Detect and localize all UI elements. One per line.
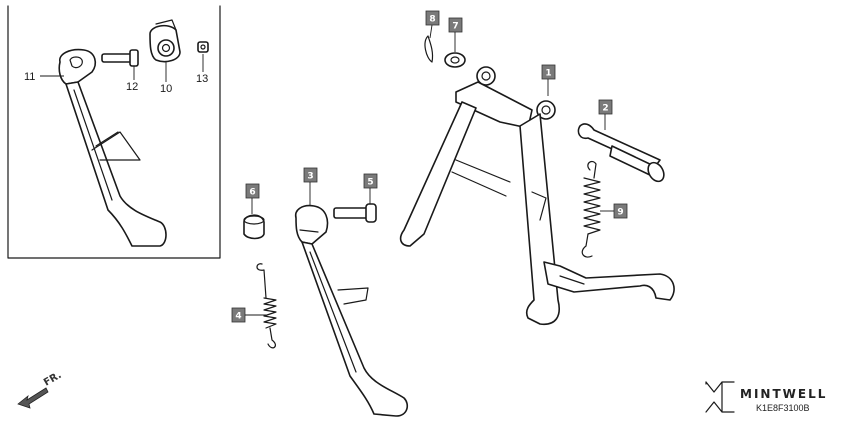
callout-2: 2 — [602, 104, 608, 114]
direction-label: FR. — [42, 370, 64, 389]
spring-9 — [581, 160, 601, 258]
callout-box-5: 5 — [363, 173, 378, 204]
callout-1: 1 — [545, 69, 551, 79]
callout-8: 8 — [429, 15, 435, 25]
brand-logo: MINTWELL — [705, 381, 827, 413]
pin-8 — [424, 35, 434, 63]
callout-box-6: 6 — [245, 183, 260, 214]
diagram-code: K1E8F3100B — [756, 403, 810, 413]
callout-6: 6 — [249, 188, 255, 198]
callout-box-9: 9 — [600, 203, 628, 219]
bolt-5 — [333, 203, 377, 223]
bolt-13 — [197, 41, 209, 53]
callout-12: 12 — [126, 81, 138, 93]
switch-10 — [149, 19, 181, 63]
callout-5: 5 — [367, 178, 373, 188]
callout-13: 13 — [196, 73, 208, 85]
callout-3: 3 — [307, 172, 313, 182]
washer-7 — [444, 52, 466, 68]
side-stand-inset — [58, 48, 167, 247]
callout-box-8: 8 — [425, 10, 440, 39]
bolt-12 — [101, 49, 139, 67]
callout-10: 10 — [160, 83, 172, 95]
callout-box-1: 1 — [541, 64, 556, 96]
brand-name: MINTWELL — [740, 387, 827, 401]
brand-mark-icon — [705, 381, 735, 413]
shaft-2 — [577, 123, 665, 183]
callout-4: 4 — [235, 312, 241, 322]
side-stand-main — [294, 204, 409, 417]
callout-11: 11 — [24, 71, 35, 83]
front-direction-arrow: FR. — [17, 370, 64, 409]
callout-box-7: 7 — [448, 17, 463, 52]
callout-box-4: 4 — [231, 307, 266, 323]
callout-7: 7 — [452, 22, 458, 32]
callout-box-3: 3 — [303, 167, 318, 206]
inset-frame — [7, 5, 221, 259]
callout-9: 9 — [617, 208, 623, 218]
spring-4 — [256, 263, 277, 349]
nut-6 — [243, 214, 265, 240]
callout-box-2: 2 — [598, 99, 613, 130]
main-stand — [399, 66, 675, 325]
